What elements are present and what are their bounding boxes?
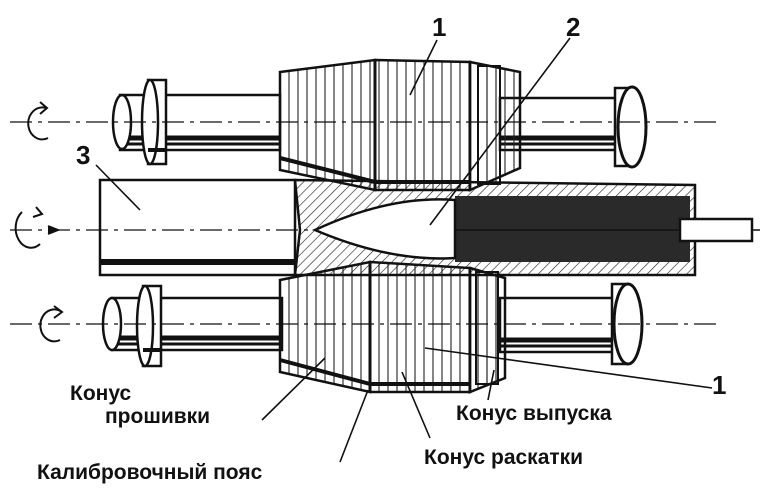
label-piercing-cone-line2: прошивки — [105, 405, 211, 428]
label-billet-number: 3 — [76, 140, 91, 170]
label-mandrel-number: 2 — [566, 12, 581, 42]
label-rolling-cone: Конус раскатки — [424, 446, 584, 469]
rotation-arrow-billet-icon — [14, 206, 61, 249]
leader-lines — [95, 37, 713, 463]
bottom-roll-body — [278, 260, 507, 394]
bottom-roll — [101, 260, 644, 394]
top-roll-body — [278, 58, 522, 192]
label-roll-bottom-number: 1 — [712, 370, 727, 400]
rotation-arrow-bottom-icon — [39, 305, 64, 343]
bottom-roll-left-shaft — [101, 284, 284, 368]
billet — [98, 178, 297, 277]
bottom-roll-right-shaft — [498, 282, 644, 366]
top-roll — [111, 58, 648, 192]
pierced-tube — [293, 178, 760, 277]
label-calibrating-belt: Калибровочный пояс — [37, 461, 263, 484]
mandrel — [311, 198, 760, 260]
rotation-arrow-top-icon — [27, 101, 49, 141]
label-piercing-cone: Конус прошивки — [70, 382, 270, 428]
label-exit-cone: Конус выпуска — [456, 402, 612, 425]
top-roll-right-shaft — [498, 85, 648, 169]
label-roll-top-number: 1 — [432, 12, 447, 42]
label-piercing-cone-line1: Конус — [70, 382, 132, 405]
top-roll-left-shaft — [111, 78, 282, 166]
